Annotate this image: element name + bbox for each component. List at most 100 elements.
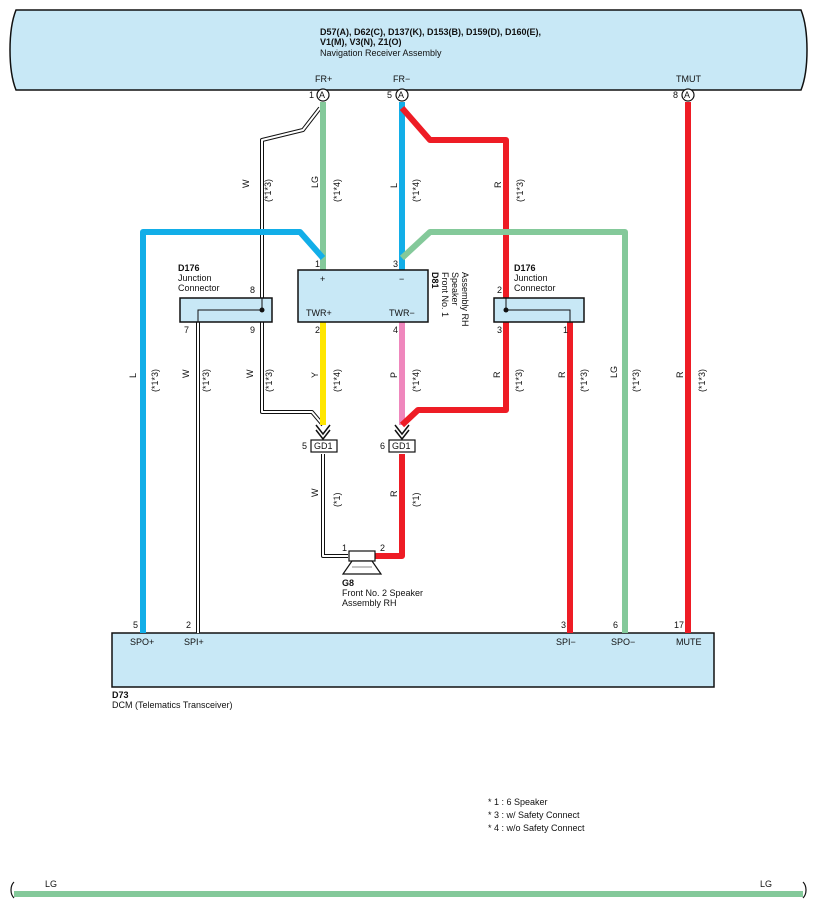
- nav-conn-a-2: A: [398, 90, 404, 100]
- d81-front-speaker-rh: + − TWR+ TWR− 1 3 2 4 D81 Front No. 1 Sp…: [297, 259, 470, 335]
- wl-l-1: L: [389, 183, 399, 188]
- wl-n13-4: (*1*3): [201, 369, 211, 392]
- note-1: * 1 : 6 Speaker: [488, 797, 548, 807]
- dcm-telematics-transceiver: SPO+ SPI+ SPI− SPO− MUTE D73 DCM (Telema…: [111, 632, 715, 710]
- wl-n13-7: (*1*3): [579, 369, 589, 392]
- wl-r-3: R: [557, 371, 567, 378]
- dcm-term-mute: MUTE: [676, 637, 702, 647]
- wl-l-2: L: [128, 373, 138, 378]
- wl-r-5: R: [389, 490, 399, 497]
- wl-w-4: W: [310, 488, 320, 497]
- nav-pin-frp: 1: [309, 90, 314, 100]
- wl-r-4: R: [675, 371, 685, 378]
- gd1-connectors: GD1 5 GD1 6: [302, 424, 416, 453]
- wl-lg-2: LG: [609, 366, 619, 378]
- dcm-code: D73: [112, 690, 129, 700]
- g8-pin1: 1: [342, 543, 347, 553]
- jr-name2: Connector: [514, 283, 556, 293]
- jl-pin9: 9: [250, 325, 255, 335]
- dcm-pin17: 17: [674, 620, 684, 630]
- d81-code: D81: [430, 272, 440, 289]
- nav-connector-codes-2: V1(M), V3(N), Z1(O): [320, 37, 402, 47]
- wl-w-1: W: [241, 179, 251, 188]
- dcm-term-spom: SPO−: [611, 637, 635, 647]
- note-4: * 4 : w/o Safety Connect: [488, 823, 585, 833]
- jr-name1: Junction: [514, 273, 548, 283]
- d81-pin2: 2: [315, 325, 320, 335]
- footnotes: * 1 : 6 Speaker * 3 : w/ Safety Connect …: [488, 797, 585, 833]
- wl-n13-8: (*1*3): [631, 369, 641, 392]
- g8-code: G8: [342, 578, 354, 588]
- wl-n14-2: (*1*4): [411, 179, 421, 202]
- wl-lg-1: LG: [310, 176, 320, 188]
- nav-connector-codes: D57(A), D62(C), D137(K), D153(B), D159(D…: [320, 27, 541, 37]
- jr-pin1: 1: [563, 325, 568, 335]
- gd1-right-label: GD1: [392, 441, 411, 451]
- d81-name2: Speaker: [450, 272, 460, 306]
- dcm-term-spop: SPO+: [130, 637, 154, 647]
- junction-connector-left: D176 Junction Connector 8 7 9: [178, 263, 273, 335]
- wl-n13-2: (*1*3): [515, 179, 525, 202]
- d81-plus: +: [320, 274, 325, 284]
- d81-pin3: 3: [393, 259, 398, 269]
- nav-term-frm: FR−: [393, 74, 410, 84]
- nav-term-tmut: TMUT: [676, 74, 701, 84]
- nav-conn-a-3: A: [684, 90, 690, 100]
- g8-pin2: 2: [380, 543, 385, 553]
- bottom-lg-right: LG: [760, 879, 772, 889]
- d81-minus: −: [399, 274, 404, 284]
- nav-pin-frm: 5: [387, 90, 392, 100]
- d81-pin4: 4: [393, 325, 398, 335]
- g8-name1: Front No. 2 Speaker: [342, 588, 423, 598]
- wl-n1-1: (*1): [332, 492, 342, 507]
- nav-pin-tmut: 8: [673, 90, 678, 100]
- gd1-pin5: 5: [302, 441, 307, 451]
- wl-n13-6: (*1*3): [514, 369, 524, 392]
- navigation-receiver-assembly: D57(A), D62(C), D137(K), D153(B), D159(D…: [9, 9, 808, 91]
- d81-name1: Front No. 1: [440, 272, 450, 317]
- dcm-name: DCM (Telematics Transceiver): [112, 700, 233, 710]
- jr-pin3: 3: [497, 325, 502, 335]
- wire-labels: W (*1*3) LG (*1*4) L (*1*4) R (*1*3) L (…: [128, 176, 707, 507]
- d81-name3: Assembly RH: [460, 272, 470, 327]
- dcm-pin3: 3: [561, 620, 566, 630]
- wl-n13-9: (*1*3): [697, 369, 707, 392]
- jl-pin7: 7: [184, 325, 189, 335]
- g8-front-no2-speaker: 1 2 G8 Front No. 2 Speaker Assembly RH: [341, 543, 423, 608]
- wl-n13-1: (*1*3): [263, 179, 273, 202]
- wl-n14-1: (*1*4): [332, 179, 342, 202]
- bottom-lg-wire: LG LG: [10, 879, 807, 899]
- wl-n14-4: (*1*4): [411, 369, 421, 392]
- jl-name1: Junction: [178, 273, 212, 283]
- nav-conn-a-1: A: [319, 90, 325, 100]
- jr-pin2: 2: [497, 285, 502, 295]
- note-3: * 3 : w/ Safety Connect: [488, 810, 580, 820]
- wl-r-2: R: [492, 371, 502, 378]
- d81-pin1: 1: [315, 259, 320, 269]
- gd1-pin6: 6: [380, 441, 385, 451]
- dcm-pin2: 2: [186, 620, 191, 630]
- jl-code: D176: [178, 263, 200, 273]
- dcm-term-spip: SPI+: [184, 637, 204, 647]
- wl-y: Y: [310, 372, 320, 378]
- nav-term-frp: FR+: [315, 74, 332, 84]
- junction-connector-right: D176 Junction Connector 2 3 1: [493, 263, 585, 335]
- bottom-lg-left: LG: [45, 879, 57, 889]
- wl-n13-5: (*1*3): [264, 369, 274, 392]
- d81-twrp: TWR+: [306, 308, 332, 318]
- dcm-term-spim: SPI−: [556, 637, 576, 647]
- dcm-pin5: 5: [133, 620, 138, 630]
- gd1-left-label: GD1: [314, 441, 333, 451]
- dcm-pins: 5 2 3 6 17: [133, 620, 684, 630]
- d81-twrm: TWR−: [389, 308, 415, 318]
- nav-connector-pins: A 1 A 5 A 8: [309, 88, 695, 102]
- wl-r-1: R: [493, 181, 503, 188]
- wl-p: P: [389, 372, 399, 378]
- wl-n14-3: (*1*4): [332, 369, 342, 392]
- wl-w-2: W: [181, 369, 191, 378]
- dcm-pin6: 6: [613, 620, 618, 630]
- g8-name2: Assembly RH: [342, 598, 397, 608]
- jl-pin8: 8: [250, 285, 255, 295]
- wires: [140, 102, 691, 633]
